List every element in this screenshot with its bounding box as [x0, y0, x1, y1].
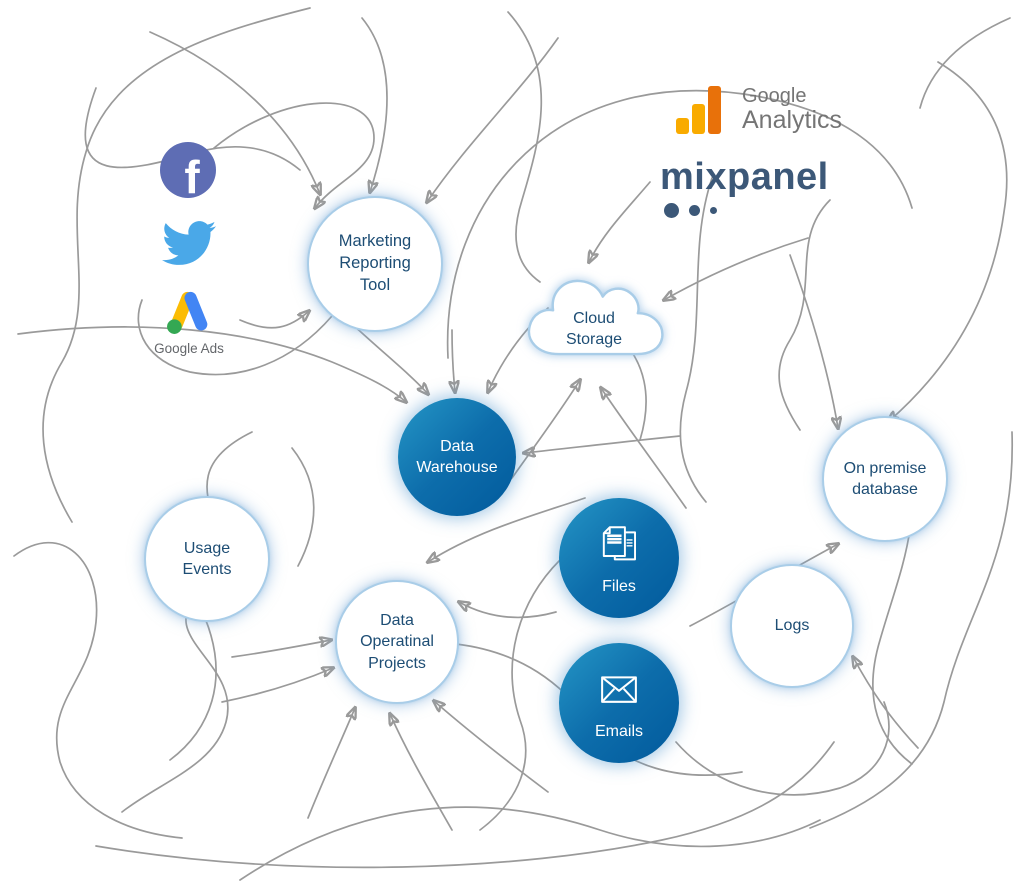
mixpanel-wordmark: mixpanel [660, 156, 829, 198]
google-ads-icon [167, 291, 208, 334]
arrow-curves [17, 17, 1008, 831]
facebook-f-glyph: f [184, 150, 200, 198]
google-analytics-label-line2: Analytics [742, 106, 843, 135]
node-logs: Logs [730, 564, 854, 688]
mixpanel-logo: mixpanel [660, 158, 829, 218]
cloud-shape [527, 279, 664, 356]
node-cloud-storage: Cloud Storage [520, 272, 668, 368]
google-analytics-label-line1: Google [742, 85, 807, 108]
documents-icon [602, 526, 637, 561]
node-label: On premise database [843, 459, 927, 498]
twitter-bird-shape [162, 221, 216, 265]
decorative-curves [13, 7, 1014, 881]
node-files: Files [559, 498, 679, 618]
node-label: Emails [594, 723, 643, 741]
twitter-bird-icon [157, 216, 221, 270]
node-marketing-reporting-tool: Marketing Reporting Tool [307, 196, 443, 332]
node-label: Data Warehouse [416, 437, 498, 476]
node-on-premise-database: On premise database [822, 416, 948, 542]
node-emails: Emails [559, 643, 679, 763]
node-data-operatinal-projects: Data Operatinal Projects [335, 580, 459, 704]
google-ads-logo: Google Ads [152, 286, 226, 356]
node-label: Usage Events [182, 539, 232, 578]
envelope-icon [601, 676, 637, 704]
google-analytics-bars-icon [676, 86, 721, 134]
node-label: Logs [774, 617, 810, 635]
node-label: Cloud Storage [565, 309, 623, 348]
node-label: Data Operatinal Projects [360, 612, 434, 672]
node-data-warehouse: Data Warehouse [398, 398, 516, 516]
mixpanel-dots-icon [664, 203, 829, 218]
google-analytics-logo: Google Analytics [672, 82, 842, 138]
google-ads-label: Google Ads [154, 341, 224, 356]
node-usage-events: Usage Events [144, 496, 270, 622]
node-label: Files [602, 578, 636, 596]
node-label: Marketing Reporting Tool [338, 232, 412, 294]
facebook-icon: f [160, 142, 216, 198]
